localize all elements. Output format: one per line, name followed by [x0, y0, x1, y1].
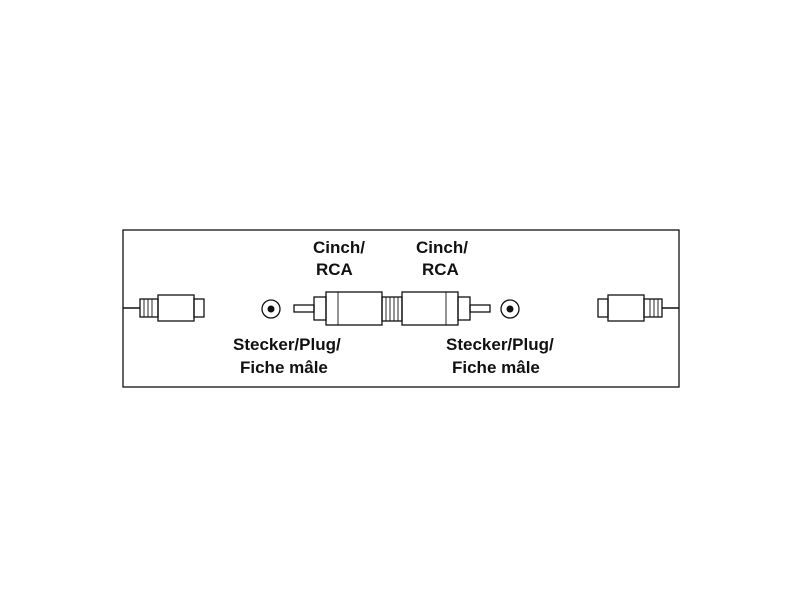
right-cable-plug	[597, 294, 679, 322]
cinch-left-label-line1: Cinch/	[313, 238, 365, 257]
diagram-frame	[122, 229, 680, 388]
center-adapter	[293, 291, 491, 326]
cinch-left-label-line2: RCA	[316, 260, 353, 279]
plug-left-label-line1: Stecker/Plug/	[233, 335, 341, 354]
plug-right-label-line2: Fiche mâle	[452, 358, 540, 377]
left-socket-end	[261, 299, 281, 319]
plug-right-label-line1: Stecker/Plug/	[446, 335, 554, 354]
right-socket-end	[500, 299, 520, 319]
cinch-right-label-line1: Cinch/	[416, 238, 468, 257]
plug-left-label-line2: Fiche mâle	[240, 358, 328, 377]
cinch-right-label-line2: RCA	[422, 260, 459, 279]
left-cable-plug	[123, 294, 205, 322]
